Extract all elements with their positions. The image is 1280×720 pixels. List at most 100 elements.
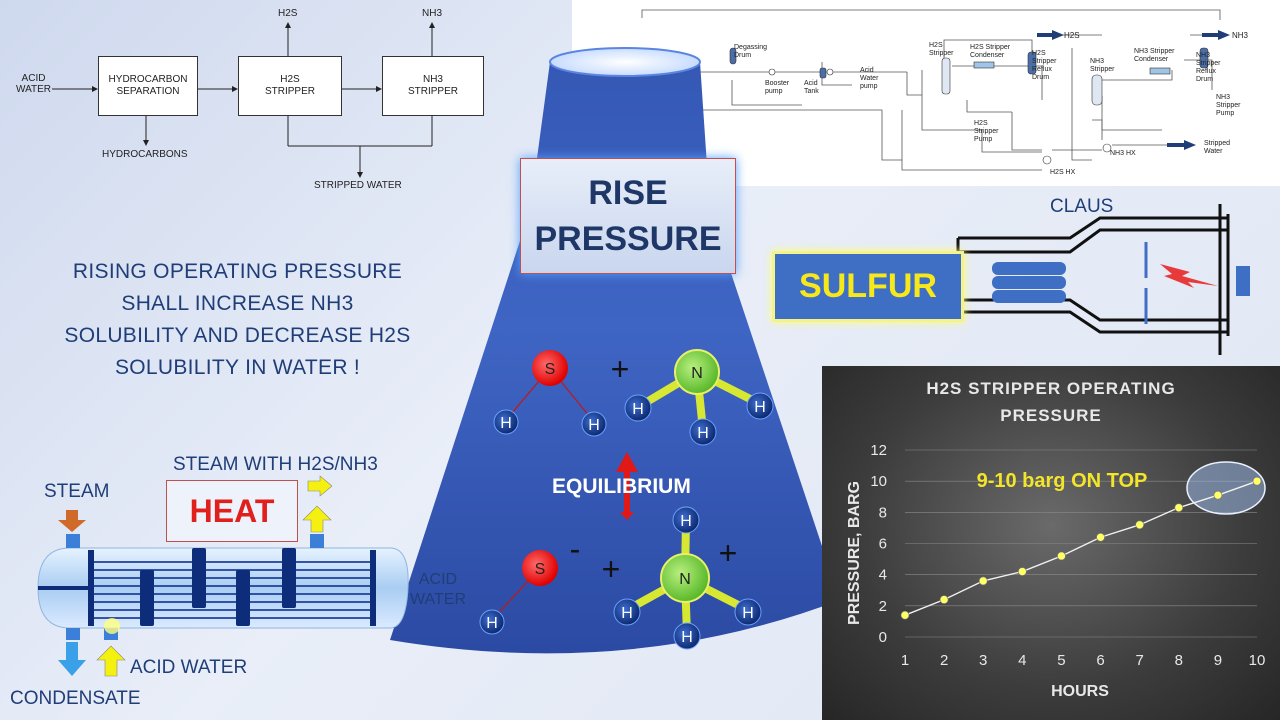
hydrogen-atoms [479,392,774,650]
pressure-statement: RISING OPERATING PRESSURE SHALL INCREASE… [64,260,411,379]
series-line [904,480,1258,616]
nh3-reflux-drum-label: NH3 Stripper Reflux Drum [1196,52,1221,83]
x-tick-label: 1 [901,652,909,669]
h-symbol: H [500,415,512,432]
chart-title-line-2: PRESSURE [1000,406,1102,425]
chart-panel: H2S STRIPPER OPERATING PRESSURE 0 2 4 6 8 10 1… [822,366,1280,720]
condensate-label: CONDENSATE [10,688,141,709]
data-point [900,610,910,620]
acid-tank-label: Acid Tank [804,80,819,95]
nh3-output-label: NH3 [422,8,443,19]
x-tick-label: 2 [940,652,948,669]
n-symbol-top: N [691,365,703,382]
y-axis-label: PRESSURE, BARG [846,481,863,625]
condensate-outlet-arrow [58,642,86,676]
h2s-stripper-pfd-label: H2S Stripper [929,42,954,57]
x-axis-label: HOURS [1051,683,1109,700]
claus-label: CLAUS [1050,196,1114,217]
y-tick-label: 6 [879,536,887,553]
nitrogen-atom-top [674,349,720,395]
rise-label: RISE [588,174,668,212]
highlight-ellipse [1186,461,1266,515]
h2s-condenser-label: H2S Stripper Condenser [970,44,1011,59]
nh3-condenser-label: NH3 Stripper Condenser [1134,48,1175,63]
nh3-product-label: NH3 [1232,31,1249,40]
pressure-chart: H2S STRIPPER OPERATING PRESSURE 0 2 4 6 8 10 1… [846,379,1266,700]
y-tick-label: 0 [879,629,887,646]
h-symbol: H [632,401,644,418]
stripped-water-pfd-label: Stripped Water [1204,140,1231,155]
h-symbol: H [697,425,709,442]
acid-water-pump-label: Acid Water pump [860,67,879,90]
h2s-output-label: H2S [278,8,298,19]
x-tick-label: 5 [1057,652,1065,669]
plus-sign-bottom: + [602,551,621,587]
x-tick-label: 3 [979,652,987,669]
heat-exchanger [37,505,409,677]
h-symbol: H [742,605,754,622]
plus-sign-top: + [611,351,630,387]
h2s-hx-label: H2S HX [1050,169,1076,176]
data-point [1096,532,1105,542]
pressure-label: PRESSURE [534,220,722,258]
acid-water-side-label: ACID WATER [410,571,466,608]
acid-water-label: ACID WATER [16,73,51,95]
h-symbol: H [754,399,766,416]
flame-icon [1160,264,1218,288]
x-tick-label: 4 [1018,652,1026,669]
x-tick-label: 8 [1175,652,1183,669]
y-tick-label: 2 [879,598,887,615]
data-point [1135,520,1144,530]
hydrocarbon-separation-box: HYDROCARBON SEPARATION [98,56,198,116]
x-tick-label: 6 [1096,652,1104,669]
acid-water-inlet-label: ACID WATER [130,657,248,678]
steam-outlet-arrow [302,505,332,533]
block-diagram-lines [52,22,435,178]
pressure-vessel-cone [390,47,840,654]
stripped-water-label: STRIPPED WATER [314,180,402,191]
h2s-product-label: H2S [1064,31,1080,40]
sulfur-atom-top [532,350,568,386]
data-point [939,595,949,604]
x-tick-label: 10 [1249,652,1266,669]
y-tick-label: 10 [870,473,887,490]
data-point [1252,476,1262,486]
steam-vapor-arrow [307,475,333,497]
hydrocarbons-label: HYDROCARBONS [102,149,188,160]
h-symbol: H [680,513,692,530]
data-point [1174,503,1184,512]
y-tick-label: 12 [870,442,887,459]
steam-with-h2s-nh3-label: STEAM WITH H2S/NH3 [173,454,378,475]
molecule-equilibrium: S N S N H H H H H H H H H H + + + - [479,349,774,650]
h-symbol: H [486,615,498,632]
h-symbol: H [621,605,633,622]
data-point [978,576,988,586]
x-tick-label: 7 [1135,652,1143,669]
chart-annotation: 9-10 barg ON TOP [977,470,1148,492]
nh3-pump-label: NH3 Stripper Pump [1216,94,1241,117]
n-symbol-bottom: N [679,571,691,588]
data-point [1213,490,1223,500]
h2s-reflux-drum-label: H2S Stripper Reflux Drum [1032,50,1057,81]
data-point [1057,551,1066,561]
nitrogen-atom-bottom [660,553,710,603]
minus-charge: - [570,531,581,567]
h2s-stripper-box: H2S STRIPPER [238,56,342,116]
sulfur-box: SULFUR [772,251,964,322]
booster-pump-label: Booster pump [765,80,790,95]
s-symbol-top: S [545,361,556,378]
sulfur-atom-bottom [522,550,558,586]
y-tick-label: 4 [879,567,887,584]
equilibrium-label: EQUILIBRIUM [552,475,691,498]
y-tick-label: 8 [879,504,887,521]
data-point [1018,567,1027,576]
steam-inlet-arrow [58,510,86,532]
steam-label: STEAM [44,481,110,502]
claus-furnace [956,204,1250,355]
chart-title-line-1: H2S STRIPPER OPERATING [926,379,1175,398]
nh3-stripper-pfd-label: NH3 Stripper [1090,58,1115,73]
h-symbol: H [681,629,693,646]
rise-pressure-box: RISE PRESSURE [520,158,736,274]
nh3-stripper-box: NH3 STRIPPER [382,56,484,116]
plus-charge: + [719,535,738,571]
